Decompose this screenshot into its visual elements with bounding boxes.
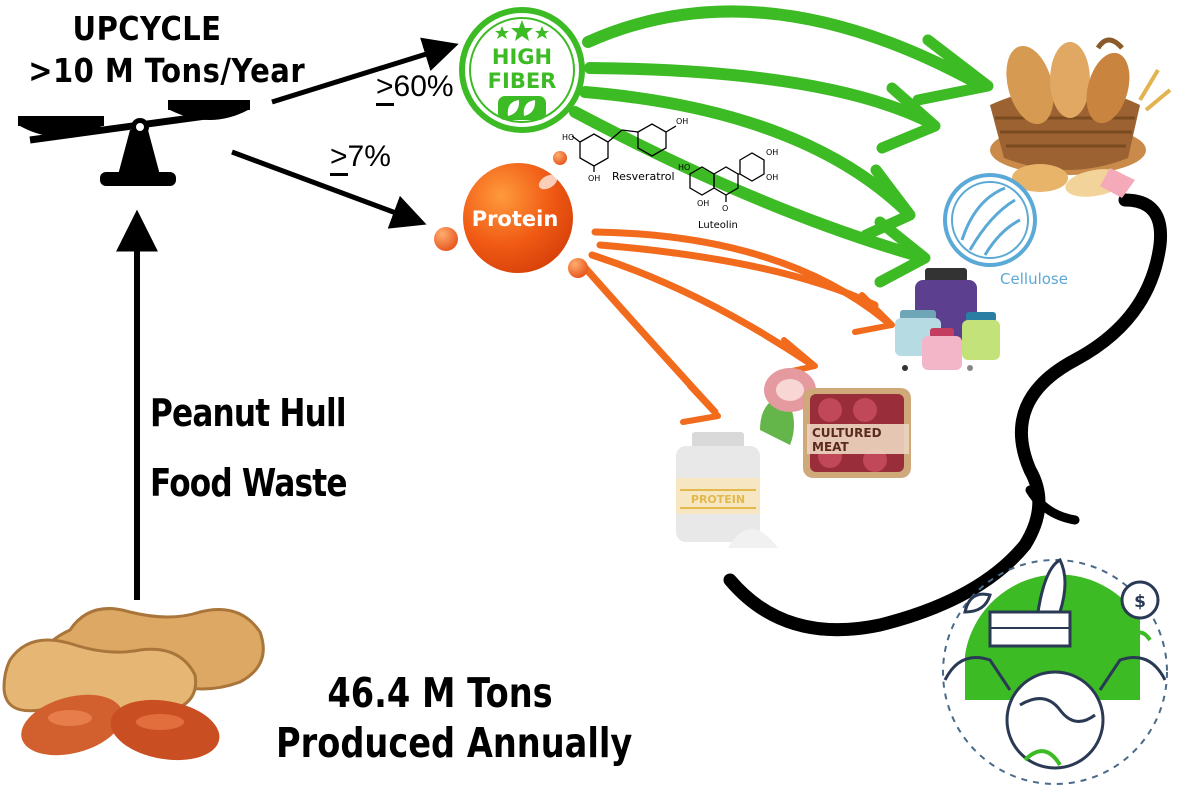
upcycle-line1: UPCYCLE (72, 9, 222, 48)
bread-basket-icon (990, 37, 1172, 198)
cultured-meat-icon: CULTURED MEAT (760, 368, 911, 478)
balance-scale-icon (18, 100, 250, 186)
bracket-swoosh (723, 193, 1168, 637)
cellulose-icon (943, 173, 1037, 267)
waste-line2: Food Waste (150, 461, 347, 505)
protein-arrow-to-meat (588, 251, 812, 366)
luteolin-label: Luteolin (698, 220, 738, 231)
leaf-icon (498, 96, 546, 120)
svg-text:OH: OH (588, 174, 600, 183)
peanut-icon (2, 607, 265, 761)
luteolin-molecule-icon (689, 152, 765, 202)
fiber-flow-arrows (569, 5, 981, 261)
protein-powder-icon: PROTEIN (676, 432, 778, 548)
annual-production-label: 46.4 M Tons Produced Annually (276, 668, 633, 768)
svg-text:OH: OH (766, 173, 778, 182)
protein-flow-arrows (576, 228, 889, 416)
star-icon (495, 20, 549, 41)
arrow-to-fiber (271, 37, 459, 105)
sustainability-icon: $ (942, 557, 1168, 785)
high-fiber-badge: HIGH FIBER (459, 7, 585, 133)
protein-bubble (553, 151, 567, 165)
cultured-meat-line1: CULTURED (812, 426, 882, 440)
svg-text:O: O (722, 204, 728, 213)
peanut-hull-waste-label: Peanut Hull Food Waste (150, 378, 347, 518)
bracket-swoosh-tip (1025, 485, 1080, 525)
arrow-to-protein (231, 149, 427, 229)
protein-sphere: Protein (434, 151, 588, 278)
supplement-bottles-icon (895, 268, 1000, 371)
upcycle-title: UPCYCLE >10 M Tons/Year (28, 8, 306, 92)
fiber-label-line2: FIBER (488, 69, 557, 93)
cellulose-label: Cellulose (1000, 270, 1068, 288)
fiber-arrow-to-cellulose-1 (579, 86, 911, 216)
svg-text:OH: OH (676, 117, 688, 126)
fiber-arrow-to-bread-2 (584, 62, 931, 126)
svg-text:OH: OH (697, 199, 709, 208)
protein-bubble (434, 227, 458, 251)
svg-text:OH: OH (766, 148, 778, 157)
protein-powder-label: PROTEIN (691, 493, 745, 506)
svg-text:$: $ (1134, 592, 1146, 612)
protein-label: Protein (472, 207, 559, 231)
protein-share-label: >7% (330, 140, 391, 176)
production-line1: 46.4 M Tons (327, 669, 553, 717)
protein-bubble (568, 258, 588, 278)
fiber-label-line1: HIGH (492, 45, 552, 69)
fiber-arrow-to-bread-1 (582, 5, 981, 88)
black-arrows (116, 37, 459, 600)
waste-line1: Peanut Hull (150, 391, 347, 435)
resveratrol-label: Resveratrol (612, 170, 675, 183)
fiber-share-label: >60% (376, 70, 454, 106)
protein-arrow-to-supplements-2 (596, 241, 879, 309)
svg-text:HO: HO (678, 163, 690, 172)
upcycle-line2: >10 M Tons/Year (28, 51, 306, 90)
fiber-arrowheads (860, 34, 994, 288)
resveratrol-molecule-icon (571, 123, 677, 172)
cultured-meat-line2: MEAT (812, 440, 849, 454)
production-line2: Produced Annually (276, 719, 633, 767)
fiber-arrow-to-cellulose-2 (569, 106, 921, 261)
svg-text:HO: HO (562, 133, 574, 142)
